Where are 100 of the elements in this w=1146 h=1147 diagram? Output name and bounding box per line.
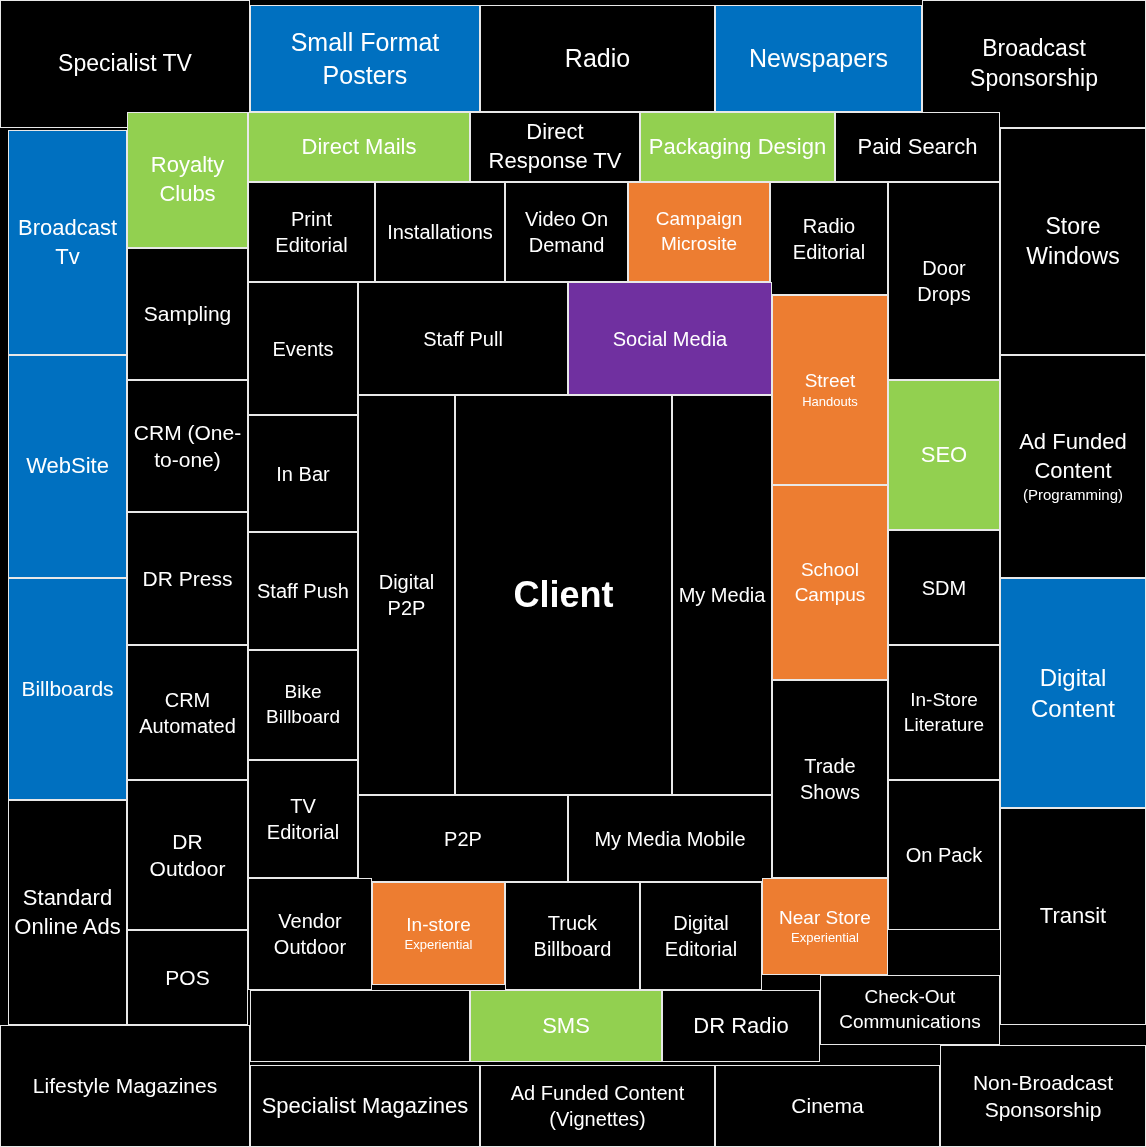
media-tile — [628, 182, 770, 282]
media-tile — [8, 130, 127, 355]
media-tile — [372, 882, 505, 985]
media-tile — [250, 1065, 480, 1147]
tile-label: On Pack — [905, 843, 983, 868]
media-tile — [640, 112, 835, 182]
media-tile — [8, 800, 127, 1025]
tile-label: In-store — [406, 912, 471, 937]
tile-label: Client — [513, 572, 614, 617]
media-tile — [250, 5, 480, 112]
tile-label: Specialist Magazines — [261, 1091, 469, 1120]
tile-label: Direct Response TV — [487, 118, 623, 175]
tile-label: In-Store Literature — [902, 687, 986, 737]
tile-label: Social Media — [612, 326, 728, 352]
media-tile — [568, 795, 772, 882]
media-tile — [888, 530, 1000, 645]
media-tile — [888, 780, 1000, 930]
media-tile — [770, 182, 888, 295]
media-tile — [127, 645, 248, 780]
tile-label: My Media — [678, 583, 766, 608]
tile-sublabel: Handouts — [802, 393, 858, 411]
tile-label: Lifestyle Magazines — [32, 1073, 218, 1100]
media-tile — [772, 680, 888, 878]
media-tile — [8, 578, 127, 800]
tile-label: Store Windows — [1025, 211, 1121, 271]
media-tile — [455, 395, 672, 795]
media-tile — [8, 355, 127, 578]
tile-label: Near Store — [779, 905, 871, 930]
tile-label: Digital P2P — [377, 570, 436, 621]
tile-sublabel: Experiential — [404, 937, 473, 955]
media-tile — [358, 795, 568, 882]
tile-label: Ad Funded Content (Vignettes) — [509, 1081, 686, 1132]
media-tile — [375, 182, 505, 282]
tile-label: SMS — [542, 1011, 590, 1040]
media-tile — [762, 878, 888, 975]
tile-label: WebSite — [26, 452, 109, 481]
tile-label: Broadcast Tv — [16, 213, 119, 271]
tile-label: Radio Editorial — [791, 213, 867, 265]
media-tile — [888, 645, 1000, 780]
media-tile — [640, 882, 762, 990]
media-tile — [1000, 578, 1146, 808]
media-tile — [248, 760, 358, 878]
tile-label: Digital Content — [1029, 662, 1117, 724]
tile-label: In Bar — [276, 461, 330, 487]
tile-label: Digital Editorial — [663, 911, 739, 962]
media-tile — [248, 532, 358, 650]
media-tile — [505, 882, 640, 990]
tile-label: Installations — [387, 220, 493, 245]
tile-label: School Campus — [793, 557, 867, 607]
media-tile — [248, 878, 372, 990]
tile-label: Staff Push — [257, 579, 349, 604]
media-tile — [662, 990, 820, 1062]
tile-label: Truck Billboard — [532, 911, 613, 962]
media-tile — [127, 780, 248, 930]
tile-label: Sampling — [143, 301, 232, 328]
media-tile — [0, 0, 250, 128]
tile-label: Small Format Posters — [289, 27, 441, 91]
tile-label: TV Editorial — [265, 794, 341, 845]
tile-label: Bike Billboard — [265, 680, 341, 729]
media-tile — [248, 112, 470, 182]
media-tile — [248, 415, 358, 532]
tile-label: Royalty Clubs — [149, 151, 226, 208]
media-tile — [715, 1065, 940, 1147]
media-tile — [715, 5, 922, 112]
media-tile — [470, 112, 640, 182]
tile-label: DR Radio — [693, 1011, 789, 1040]
tile-label: Campaign Microsite — [654, 207, 744, 256]
media-tile — [772, 295, 888, 485]
media-tile — [248, 182, 375, 282]
tile-label: SEO — [920, 440, 968, 469]
media-tile — [772, 485, 888, 680]
tile-label: Trade Shows — [799, 754, 861, 805]
media-tile — [358, 395, 455, 795]
tile-label: Print Editorial — [274, 207, 349, 258]
media-tile — [127, 380, 248, 512]
media-tile — [248, 650, 358, 760]
tile-label: CRM (One-to-one) — [132, 419, 243, 473]
tile-label: POS — [165, 964, 210, 991]
tile-label: Radio — [564, 43, 631, 75]
media-tile — [505, 182, 628, 282]
tile-label: Video On Demand — [524, 207, 609, 258]
tile-label: Direct Mails — [301, 132, 417, 161]
tile-label: My Media Mobile — [594, 826, 746, 852]
tile-label: Cinema — [791, 1093, 864, 1120]
media-tile — [480, 1065, 715, 1147]
media-tile — [248, 282, 358, 415]
media-tile — [0, 1025, 250, 1147]
media-tile — [940, 1045, 1146, 1147]
tile-label: Vendor Outdoor — [272, 909, 348, 960]
tile-label: CRM Automated — [138, 687, 237, 739]
tile-label: P2P — [444, 826, 482, 852]
media-tile — [1000, 355, 1146, 578]
media-tile — [888, 182, 1000, 380]
tile-label: Standard Online Ads — [13, 883, 122, 941]
tile-label: Paid Search — [857, 132, 978, 161]
tile-label: Non-Broadcast Sponsorship — [971, 1069, 1115, 1123]
tile-label: Billboards — [21, 676, 114, 703]
tile-label: Ad Funded Content — [1018, 428, 1128, 485]
media-tile — [922, 0, 1146, 128]
tile-label: Specialist TV — [58, 49, 192, 79]
